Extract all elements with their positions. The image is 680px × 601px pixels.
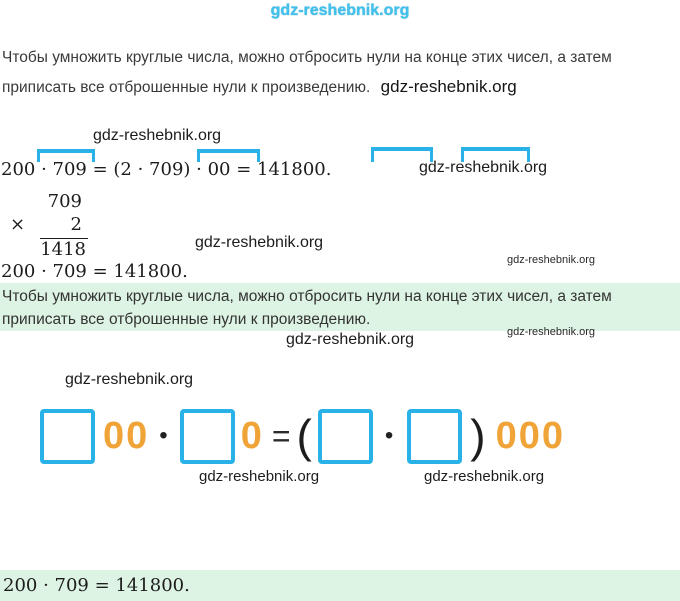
highlight-bracket [461, 147, 530, 162]
rule-line-1: Чтобы умножить круглые числа, можно отбр… [2, 288, 612, 305]
answer-equation: 200 · 709 = 141800. [3, 575, 190, 596]
highlight-bracket [37, 149, 95, 162]
intro-line-1: Чтобы умножить круглые числа, можно отбр… [2, 48, 612, 66]
answer-box-2[interactable] [179, 408, 235, 464]
watermark: gdz-reshebnik.org [65, 371, 194, 388]
watermark: gdz-reshebnik.org [507, 326, 596, 338]
column-multiplication: 709 × 2 1418 [8, 190, 88, 260]
watermark: gdz-reshebnik.org [380, 76, 517, 96]
equation-full: 200 · 709 = (2 · 709) · 00 = 141800. [1, 159, 332, 180]
answer-box-4[interactable] [407, 408, 463, 464]
highlight-bracket [371, 147, 433, 162]
factor-bottom: 2 [70, 214, 82, 235]
factor-top: 709 [47, 191, 82, 212]
zeros-a: 00 [103, 415, 150, 457]
equation-short: 200 · 709 = 141800. [1, 261, 188, 282]
fill-in-exercise: 00 • 0 = ( • ) 000 [40, 406, 565, 466]
multiply-dot-a: • [159, 422, 168, 449]
intro-paragraph: Чтобы умножить круглые числа, можно отбр… [2, 43, 678, 102]
open-paren: ( [296, 410, 312, 462]
multiply-dot-b: • [384, 422, 394, 449]
product: 1418 [40, 238, 88, 260]
zeros-b: 0 [240, 415, 264, 457]
watermark: gdz-reshebnik.org [424, 468, 545, 485]
highlight-bracket [197, 149, 260, 162]
watermark: gdz-reshebnik.org [195, 234, 324, 251]
answer-highlight: 200 · 709 = 141800. [0, 570, 680, 601]
factor-bottom-row: × 2 [8, 213, 88, 236]
equals-sign: = [271, 418, 291, 454]
watermark: gdz-reshebnik.org [93, 127, 222, 144]
watermark: gdz-reshebnik.org [199, 468, 320, 485]
close-paren: ) [470, 410, 486, 462]
rule-highlight: Чтобы умножить круглые числа, можно отбр… [0, 283, 680, 331]
rule-line-2: приписать все отброшенные нули к произве… [2, 310, 371, 328]
multiply-sign: × [10, 214, 26, 235]
watermark: gdz-reshebnik.org [270, 2, 410, 19]
watermark: gdz-reshebnik.org [286, 331, 415, 348]
answer-box-3[interactable] [317, 408, 373, 464]
intro-line-2: приписать все отброшенные нули к произве… [2, 78, 371, 96]
watermark: gdz-reshebnik.org [419, 159, 548, 176]
watermark: gdz-reshebnik.org [507, 254, 596, 266]
answer-box-1[interactable] [40, 408, 95, 464]
zeros-c: 000 [495, 415, 565, 457]
